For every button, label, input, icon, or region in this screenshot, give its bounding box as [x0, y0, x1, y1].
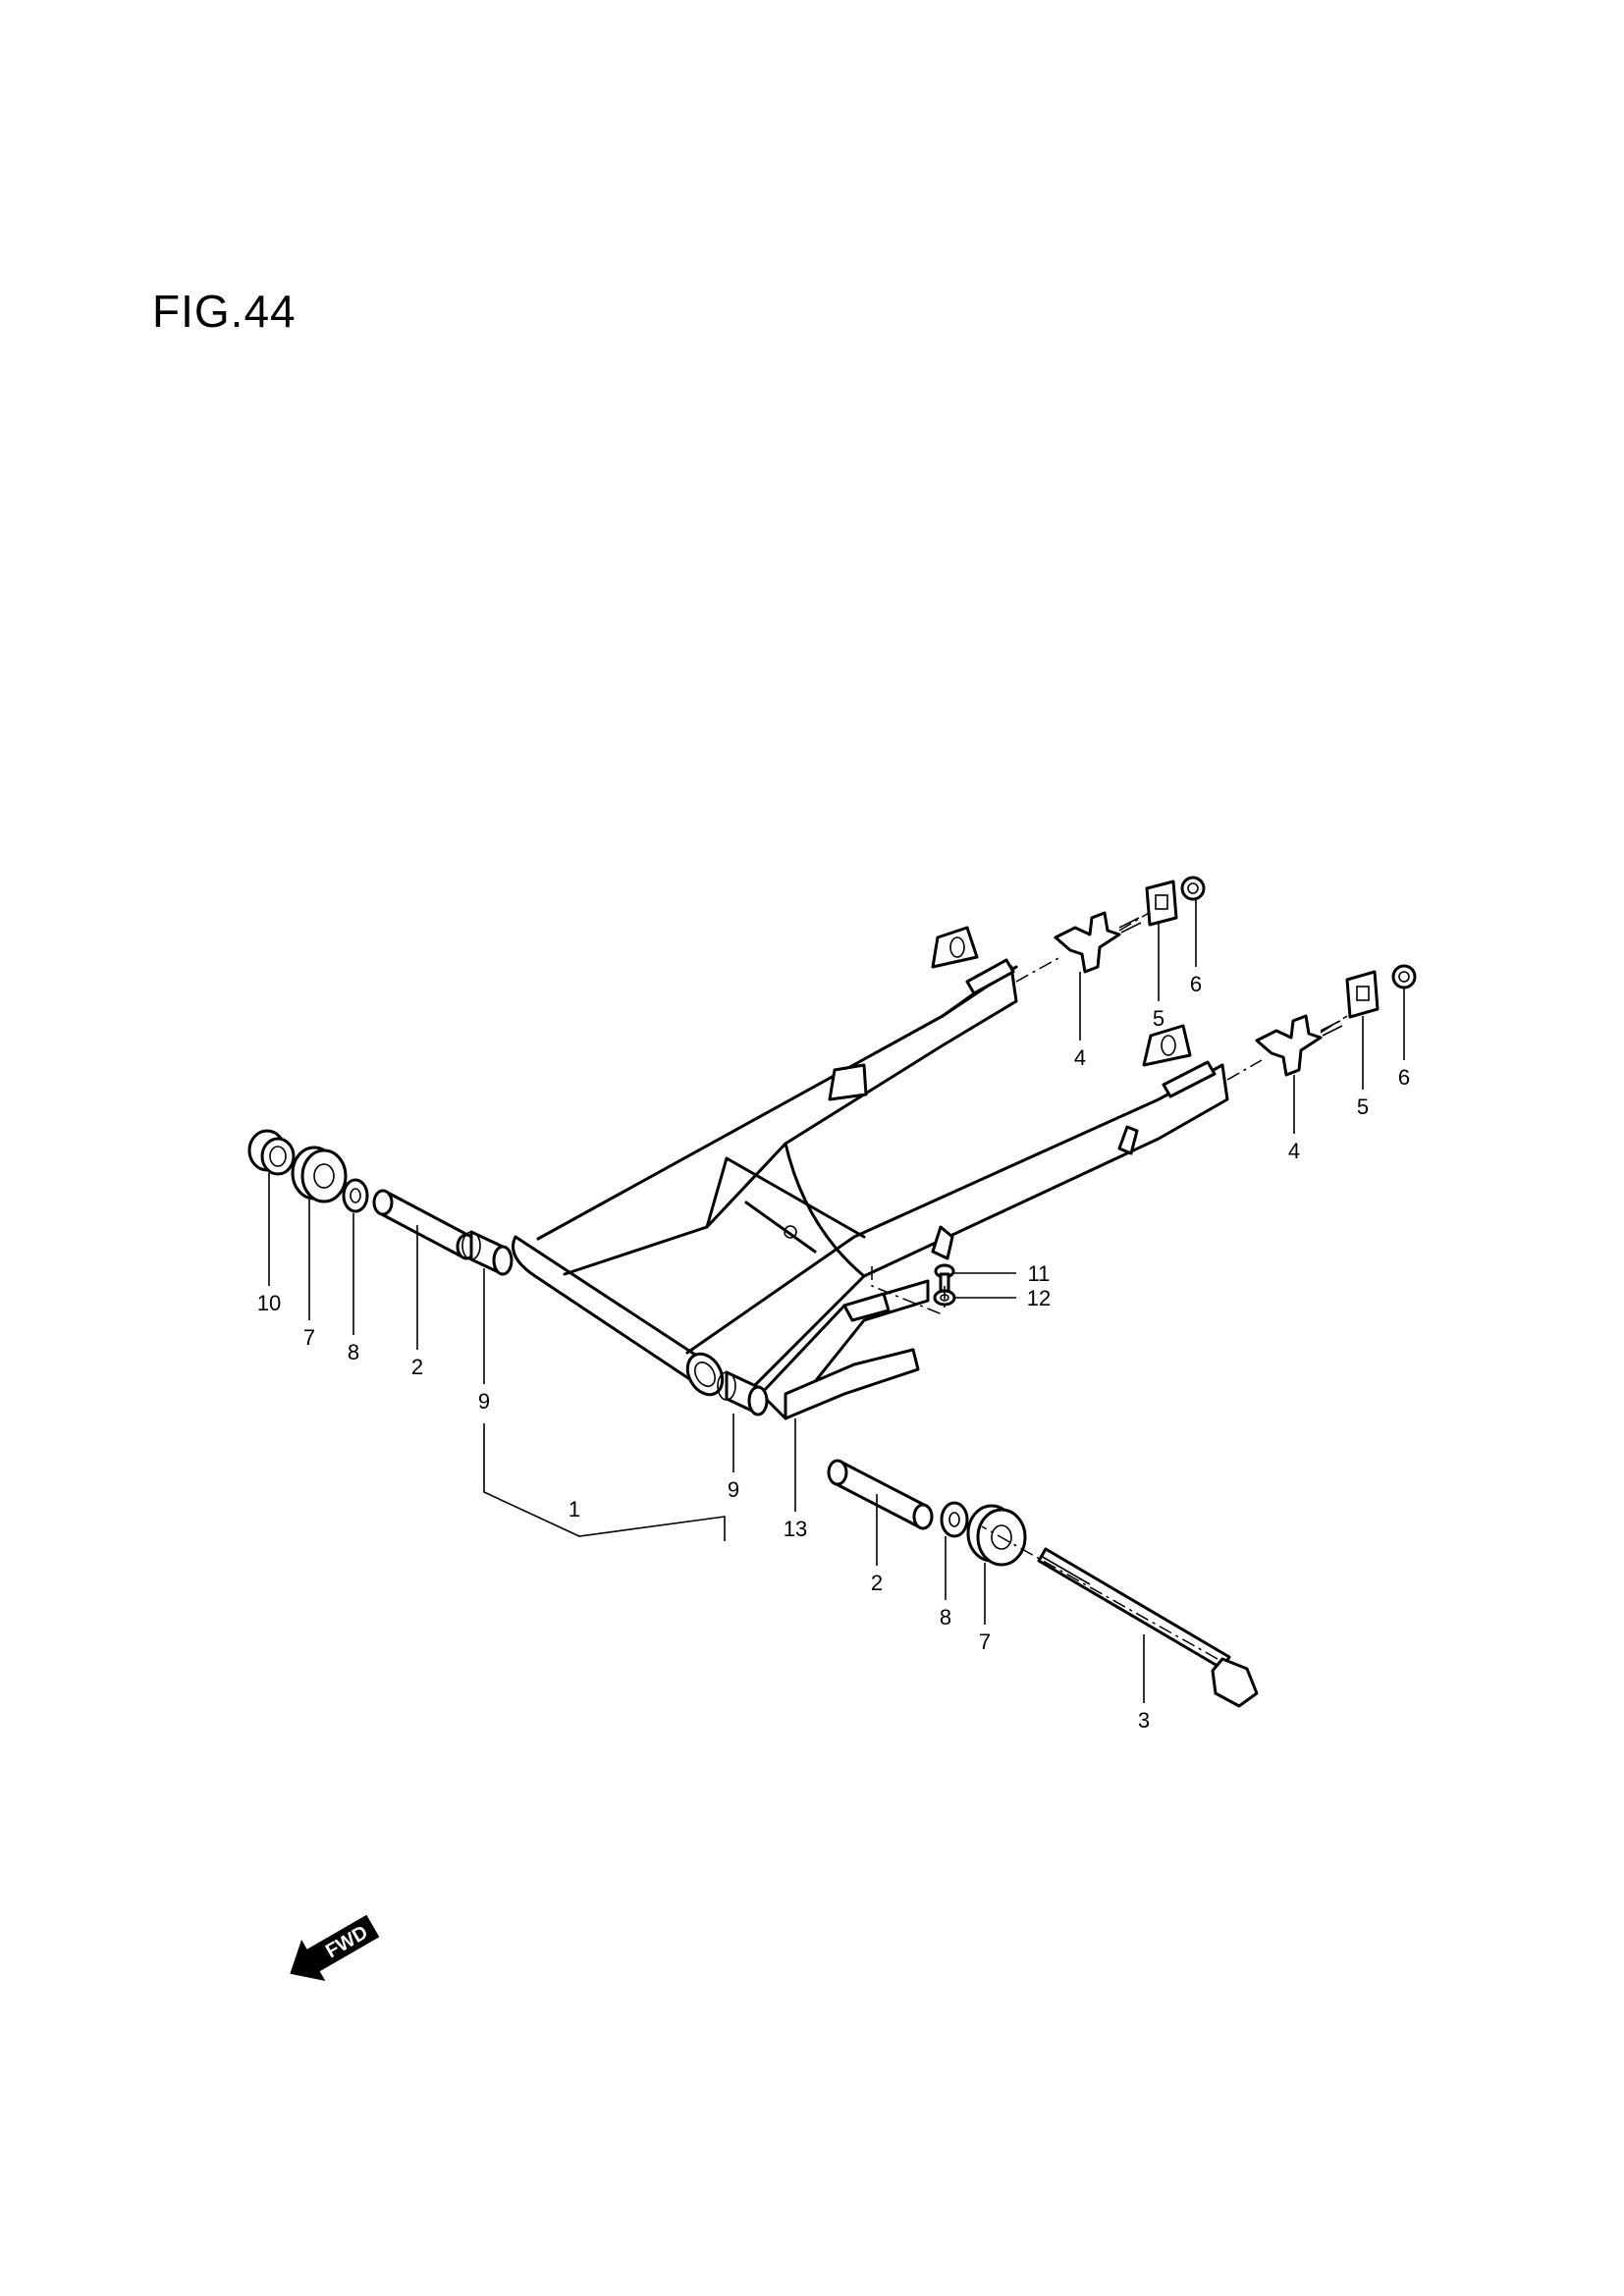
- callout-4: 4: [1074, 1045, 1086, 1070]
- right-hardware: [717, 1370, 1259, 1708]
- callout-7: 7: [303, 1325, 315, 1350]
- callout-8: 8: [348, 1340, 359, 1364]
- callout-9: 9: [478, 1389, 490, 1414]
- swing-arm: [512, 926, 1229, 1397]
- chain-adjuster-left: [1054, 876, 1206, 974]
- callout-5: 5: [1357, 1095, 1369, 1119]
- callout-3: 3: [1138, 1708, 1150, 1733]
- callout-13: 13: [784, 1517, 807, 1541]
- chain-guard: [759, 1279, 930, 1420]
- callout-labels: 10 7 8 2 9 9 1 13 2 8 7 3 11 12 4 5 6 4 …: [257, 972, 1410, 1733]
- callout-1: 1: [568, 1497, 580, 1522]
- figure-title: FIG.44: [152, 286, 297, 337]
- callout-6: 6: [1190, 972, 1202, 996]
- callout-6: 6: [1398, 1065, 1410, 1090]
- chain-adjuster-right: [1255, 964, 1417, 1077]
- fwd-arrow-icon: FWD: [290, 1914, 380, 1981]
- leader-lines: [268, 899, 1405, 1703]
- center-lines: [871, 912, 1348, 1660]
- callout-11: 11: [1028, 1261, 1051, 1286]
- left-hardware: [247, 1129, 514, 1276]
- callout-2: 2: [871, 1571, 883, 1595]
- callout-2: 2: [411, 1355, 423, 1379]
- callout-7: 7: [979, 1629, 991, 1654]
- callout-5: 5: [1153, 1006, 1164, 1031]
- callout-10: 10: [257, 1291, 281, 1315]
- callout-12: 12: [1027, 1286, 1051, 1310]
- callout-4: 4: [1288, 1139, 1300, 1163]
- callout-9: 9: [728, 1477, 739, 1502]
- callout-8: 8: [940, 1605, 951, 1629]
